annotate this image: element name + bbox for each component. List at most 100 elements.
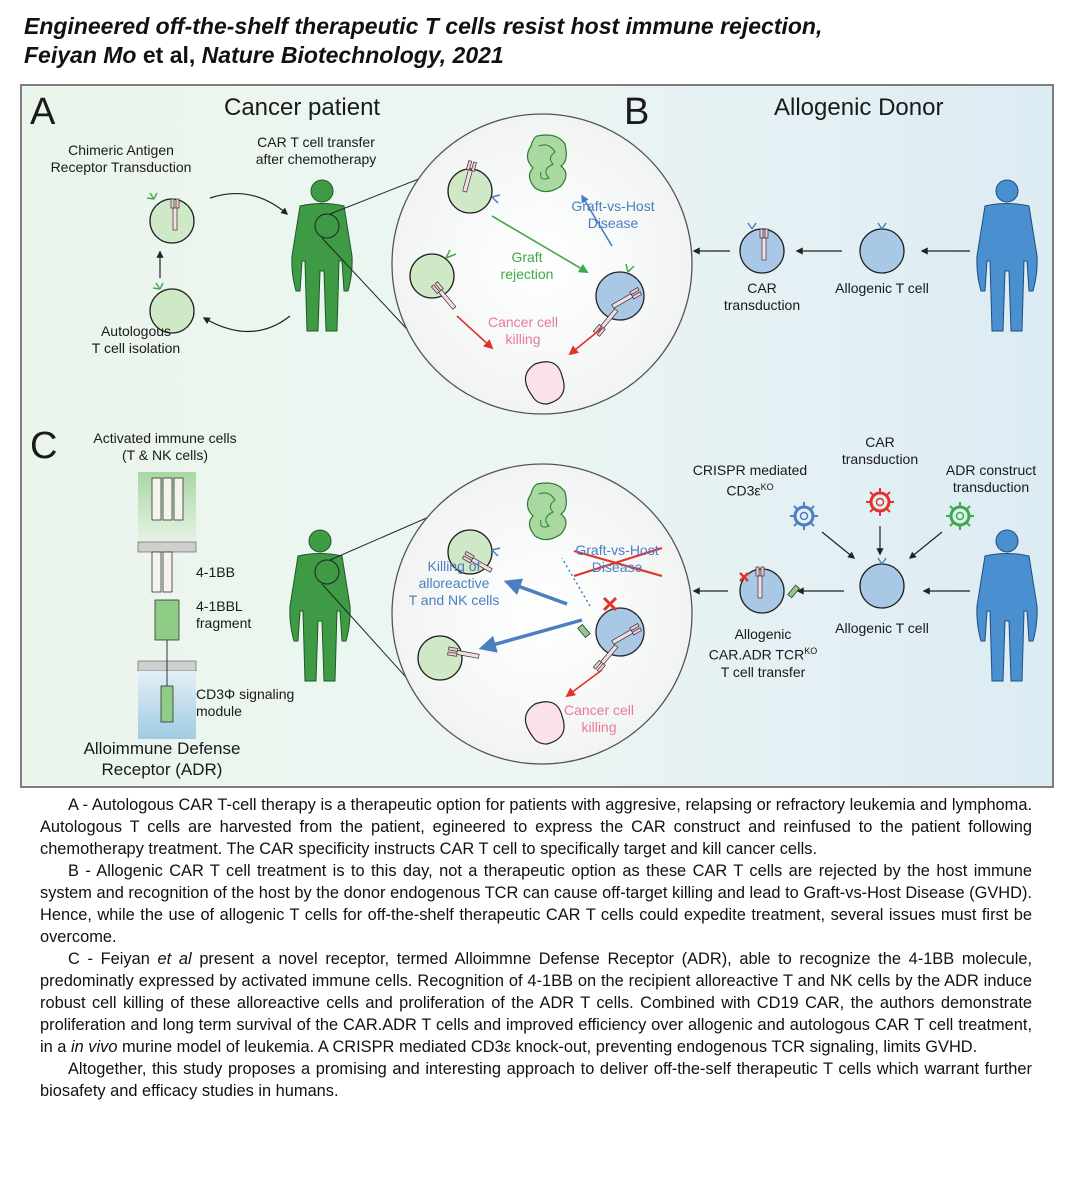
label-line: Cancer cell (563, 702, 635, 718)
label-ko: KO (804, 646, 818, 656)
label-line: transduction (723, 297, 801, 313)
arrow-to-patient (209, 192, 289, 215)
membrane-bilayer (137, 541, 197, 553)
label-killing-alloreactive: Killing of alloreactive T and NK cells (394, 558, 514, 609)
gvhd-strike-line (573, 546, 663, 578)
label-line: Allogenic (734, 626, 792, 642)
t-cell-icon (447, 160, 501, 214)
human-figure-icon (976, 529, 1038, 682)
arrow-kill-c (565, 669, 603, 698)
label-line: T cell transfer (720, 663, 806, 680)
label-cancer-killing-a: Cancer cell killing (478, 314, 568, 348)
label-graft-rejection: Graft rejection (492, 249, 562, 283)
label-line: T and NK cells (408, 592, 500, 608)
arrow-adr-virus (908, 531, 943, 559)
panel-a-heading: Cancer patient (224, 94, 381, 121)
label-allogenic-t-c: Allogenic T cell (835, 620, 929, 636)
label-line: Killing of (427, 558, 481, 574)
arrow-kill-alloreactive (503, 578, 568, 606)
caption-italic: et al (157, 950, 192, 968)
label-ko: KO (760, 482, 774, 492)
label-line: after chemotherapy (255, 151, 377, 167)
label-line: Chimeric Antigen (68, 142, 174, 158)
label-line: CAR.ADR TCRKO (698, 643, 828, 664)
zoom-origin-c (314, 559, 340, 585)
arrow-gvhd-blocked (561, 557, 591, 607)
arrow-gvhd (581, 194, 613, 247)
human-figure-icon (976, 179, 1038, 332)
label-gvhd-a: Graft-vs-Host Disease (558, 198, 668, 232)
label-line: CAR (865, 434, 895, 450)
label-line: Receptor (ADR) (101, 760, 223, 779)
label-line: killing (505, 331, 541, 347)
label-line: 4-1BBL (196, 598, 243, 614)
label-line: Graft (511, 249, 543, 265)
t-cell-icon (447, 529, 501, 575)
label-cancer-killing-c: Cancer cell killing (554, 702, 644, 736)
figure-caption: A - Autologous CAR T-cell therapy is a t… (40, 794, 1032, 1102)
label-line: Receptor Transduction (50, 159, 192, 175)
label-car-t-transfer: CAR T cell transfer after chemotherapy (244, 134, 388, 168)
label-line: CD3εKO (690, 479, 810, 500)
label-line: Graft-vs-Host (575, 542, 659, 558)
label-crispr: CRISPR mediated CD3εKO (690, 462, 810, 500)
t-cell-icon (859, 222, 905, 274)
label-line: fragment (196, 615, 252, 631)
figure-title: Engineered off-the-shelf therapeutic T c… (24, 12, 822, 70)
virus-icon (944, 500, 976, 532)
adr-receptor-diagram (137, 472, 197, 739)
blocked-x-icon (602, 596, 618, 612)
label-car-transduction-c: CAR transduction (840, 434, 920, 468)
label-caradr-transfer: Allogenic CAR.ADR TCRKO T cell transfer (698, 626, 828, 681)
car-adr-t-cell-icon (739, 566, 800, 614)
label-line: transduction (952, 479, 1030, 495)
label-line: T cell isolation (91, 340, 181, 356)
label-line: Cancer cell (487, 314, 559, 330)
panel-letter-a: A (30, 91, 56, 133)
human-figure-icon (291, 179, 353, 332)
virus-icon (864, 486, 896, 518)
label-line: Autologous (100, 323, 172, 339)
title-line-1: Engineered off-the-shelf therapeutic T c… (24, 13, 823, 39)
arrow-kill-a (456, 315, 494, 350)
label-allogenic-t-b: Allogenic T cell (835, 280, 929, 296)
label-line: module (196, 703, 242, 719)
label-line: (T & NK cells) (121, 447, 209, 463)
label-line: Activated immune cells (93, 430, 237, 446)
intestine-icon (526, 482, 567, 541)
car-adr-t-cell-icon (577, 607, 645, 673)
panel-letter-b: B (624, 91, 650, 133)
title-author: Feiyan Mo (24, 42, 137, 68)
caption-paragraph-c: C - Feiyan et al present a novel recepto… (40, 948, 1032, 1058)
arrow-kill-a2 (568, 327, 603, 356)
label-line: ADR construct (945, 462, 1037, 478)
intestine-icon (526, 134, 567, 193)
label-line: CD3Φ signaling (196, 686, 295, 702)
label-line: Disease (587, 215, 639, 231)
panel-letter-c: C (30, 425, 58, 467)
arrow-graft-rejection (491, 215, 589, 273)
label-car-transduction: Chimeric Antigen Receptor Transduction (36, 142, 206, 176)
arrow-kill-alloreactive-2 (478, 618, 583, 653)
label-line: CAR (747, 280, 777, 296)
caption-paragraph-d: Altogether, this study proposes a promis… (40, 1060, 1032, 1100)
caption-text: present a novel receptor, termed Alloimm… (40, 950, 1032, 1056)
label-line: rejection (500, 266, 554, 282)
figure-drawing (137, 113, 1038, 765)
caption-text: C - Feiyan (68, 950, 158, 968)
label-4-1bb: 4-1BB (196, 564, 235, 580)
bbl-fragment-block (154, 599, 180, 641)
label-caradr: CAR.ADR TCR (708, 646, 805, 663)
panel-a-autologous-loop (146, 192, 291, 334)
label-line: CRISPR mediated (692, 462, 808, 478)
caption-paragraph-b: B - Allogenic CAR T cell treatment is to… (40, 862, 1032, 946)
title-line-2: Feiyan Mo et al, Nature Biotechnology, 2… (24, 41, 822, 70)
label-gvhd-c: Graft-vs-Host Disease (562, 542, 672, 576)
title-etal: et al, (136, 42, 196, 68)
label-4-1bbl: 4-1BBL fragment (196, 598, 251, 632)
label-line: Graft-vs-Host (571, 198, 655, 214)
caption-paragraph-a: A - Autologous CAR T-cell therapy is a t… (40, 796, 1032, 858)
label-t-cell-isolation: Autologous T cell isolation (76, 323, 196, 357)
title-journal: Nature Biotechnology, 2021 (195, 42, 504, 68)
gvhd-strike-line (573, 549, 663, 578)
